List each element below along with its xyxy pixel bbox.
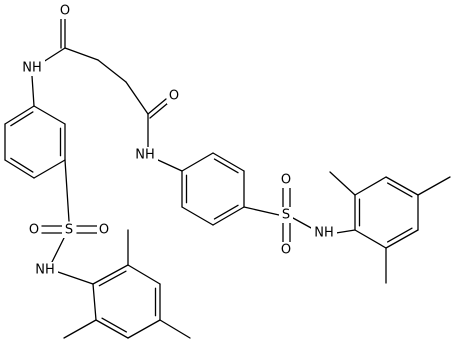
atom-label-o-s2-bottom: O — [281, 243, 291, 258]
bond-14 — [33, 159, 66, 179]
bond-44 — [212, 206, 245, 226]
bond-65 — [329, 171, 356, 196]
bond-4 — [64, 47, 99, 61]
atom-o2: O — [167, 88, 181, 104]
bond-7 — [147, 98, 167, 115]
atom-label-nh4: NH — [314, 226, 334, 241]
bond-35 — [92, 283, 97, 321]
bond-62 — [385, 229, 419, 249]
atom-label-nh3: NH — [35, 263, 55, 278]
bond-15 — [4, 159, 35, 179]
bond-42 — [213, 158, 239, 174]
atom-label-o1: O — [60, 4, 70, 19]
bond-58 — [354, 176, 387, 196]
bond-27 — [92, 264, 129, 285]
atom-nh2: NH — [132, 147, 158, 163]
atom-o-s1-left: O — [27, 222, 41, 238]
atom-label-o2: O — [169, 89, 179, 104]
bond-60 — [386, 182, 413, 198]
bond-10 — [31, 75, 35, 107]
atom-label-nh2: NH — [135, 148, 155, 163]
bond-28 — [98, 270, 127, 287]
atom-o-s2-top: O — [279, 172, 293, 188]
bond-8 — [149, 102, 169, 119]
atom-s2: S — [279, 207, 293, 223]
bond-34 — [101, 317, 128, 333]
bond-26 — [57, 271, 94, 285]
bond-66 — [417, 176, 451, 196]
atom-label-o-s1-right: O — [99, 223, 109, 238]
bond-41 — [212, 152, 245, 172]
atom-label-layer: O NH O NH S O O NH S O O NH — [19, 3, 337, 278]
atom-label-s2: S — [282, 208, 290, 223]
atom-o1: O — [58, 3, 72, 19]
atom-label-o-s2-top: O — [281, 173, 291, 188]
atom-nh1: NH — [19, 60, 45, 76]
bond-39 — [157, 159, 183, 172]
bond-18 — [4, 105, 35, 125]
bond-54 — [292, 217, 314, 230]
atom-label-s1: S — [65, 223, 73, 238]
bond-20 — [64, 159, 70, 222]
bond-37 — [159, 319, 191, 339]
atom-nh4: NH — [311, 225, 337, 241]
atom-o-s1-right: O — [97, 222, 111, 238]
bond-45 — [213, 204, 239, 220]
bond-19 — [10, 111, 34, 127]
bond-46 — [181, 206, 214, 226]
atom-s1: S — [62, 222, 76, 238]
bond-59 — [385, 176, 419, 196]
bond-16 — [10, 157, 34, 173]
atom-o-s2-bottom: O — [279, 242, 293, 258]
bond-5 — [97, 59, 127, 83]
bond-63 — [386, 227, 413, 243]
bond-6 — [125, 81, 149, 115]
bond-25 — [51, 237, 65, 263]
bond-11 — [33, 105, 66, 125]
bond-33 — [95, 319, 129, 339]
bond-55 — [335, 229, 356, 234]
bond-40 — [181, 152, 214, 172]
bond-64 — [354, 229, 387, 249]
atom-label-o-s1-left: O — [29, 223, 39, 238]
bond-38 — [63, 319, 97, 339]
bond-29 — [127, 264, 161, 285]
atom-nh3: NH — [32, 262, 58, 278]
bond-layer — [4, 13, 451, 339]
atom-label-nh1: NH — [22, 61, 42, 76]
bond-32 — [127, 319, 161, 339]
bond-49 — [243, 206, 280, 216]
